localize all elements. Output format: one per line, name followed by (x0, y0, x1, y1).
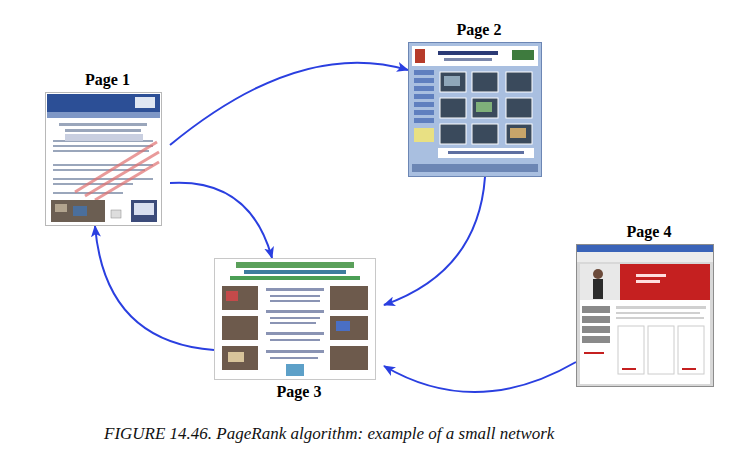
link-arrow (170, 183, 272, 258)
page-node: Page 3 (214, 258, 384, 402)
page-node: Page 2 (408, 20, 550, 177)
link-arrow (384, 362, 576, 392)
link-arrow (95, 226, 214, 350)
page-thumbnail (576, 244, 714, 387)
page-thumbnail (408, 42, 542, 177)
link-arrow (170, 63, 408, 145)
figure-caption: FIGURE 14.46. PageRank algorithm: exampl… (104, 424, 744, 444)
page-label: Page 3 (214, 382, 384, 402)
page-node: Page 4 (576, 222, 722, 387)
page-node: Page 1 (45, 70, 170, 226)
page-label: Page 2 (408, 20, 550, 40)
link-arrow (384, 177, 485, 305)
page-label: Page 4 (576, 222, 722, 242)
page-label: Page 1 (45, 70, 170, 90)
page-thumbnail (45, 92, 162, 226)
page-thumbnail (214, 258, 376, 380)
